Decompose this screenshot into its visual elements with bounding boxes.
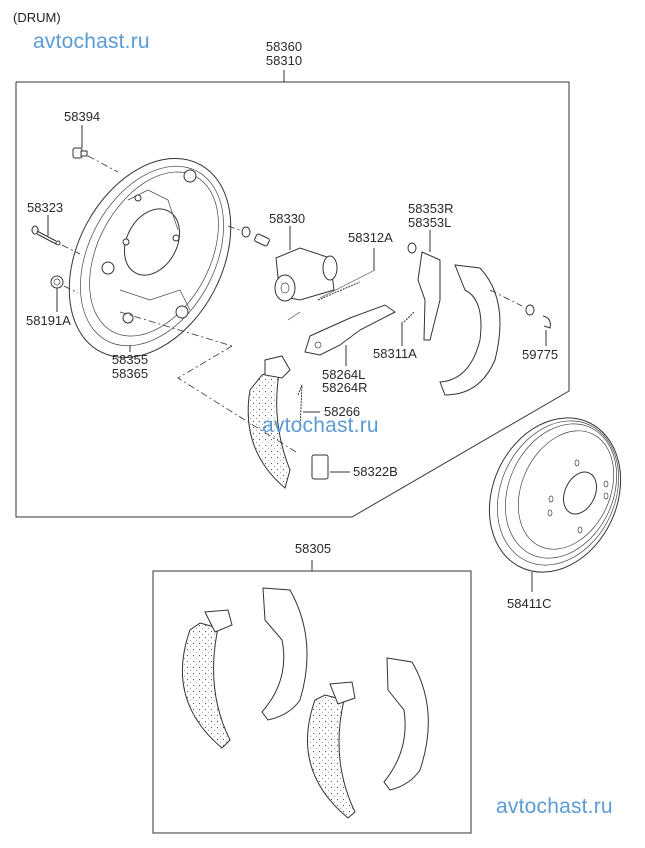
backing-plate <box>68 157 232 359</box>
nut-part <box>50 275 64 289</box>
bolt-part <box>72 147 88 159</box>
label-shoe-kit: 58305 <box>294 541 332 556</box>
watermark: avtochast.ru <box>496 795 613 818</box>
label-main-group-2: 58310 <box>265 53 303 68</box>
label-upper-spring: 58312A <box>348 230 393 245</box>
label-lever-1: 58353R <box>408 201 454 216</box>
axis-line <box>63 285 79 294</box>
retainer-clip-part <box>542 315 551 329</box>
axis-line <box>61 244 81 255</box>
label-pin: 58323 <box>27 200 64 215</box>
label-nut: 58191A <box>26 313 71 328</box>
pin-part <box>31 225 61 246</box>
kit-shoe-3 <box>307 681 356 819</box>
axis-line <box>87 155 119 173</box>
axis-line <box>119 311 233 347</box>
kit-shoe-4 <box>383 657 429 791</box>
watermark: avtochast.ru <box>33 30 150 53</box>
label-backing-plate-1: 58355 <box>111 352 149 367</box>
main-group-frame <box>15 81 570 518</box>
diagram-title: (DRUM) <box>13 10 61 25</box>
label-clip: 58322B <box>353 464 398 479</box>
label-main-group-1: 58360 <box>265 39 303 54</box>
axis-line <box>177 345 297 453</box>
label-drum: 58411C <box>507 596 552 611</box>
lever-part <box>407 242 441 341</box>
label-hold-spring: 58266 <box>324 404 361 419</box>
hold-spring-part <box>297 384 303 431</box>
label-retainer-clip: 59775 <box>522 347 559 362</box>
axis-line <box>489 289 523 307</box>
label-backing-plate-2: 58365 <box>111 366 149 381</box>
label-lever-2: 58353L <box>408 215 452 230</box>
clip-part <box>311 454 329 480</box>
kit-shoe-2 <box>261 587 308 721</box>
wheel-cylinder-part <box>241 226 338 302</box>
washer-part <box>525 304 535 316</box>
label-wheel-cylinder: 58330 <box>269 211 306 226</box>
label-bolt: 58394 <box>64 109 101 124</box>
label-adjuster-lever-2: 58264R <box>322 380 368 395</box>
adjuster-spring-part <box>403 311 415 323</box>
axis-line <box>227 225 243 232</box>
brake-drum <box>488 417 622 573</box>
adjuster-lever-part <box>304 304 396 356</box>
brake-shoe-trailing <box>439 264 501 396</box>
brake-shoe-leading <box>247 355 291 489</box>
label-adjuster-spring: 58311A <box>373 346 417 361</box>
kit-shoe-1 <box>181 609 233 749</box>
label-adjuster-lever-1: 58264L <box>322 367 366 382</box>
upper-spring-part <box>287 269 376 321</box>
watermark: avtochast.ru <box>262 414 379 437</box>
